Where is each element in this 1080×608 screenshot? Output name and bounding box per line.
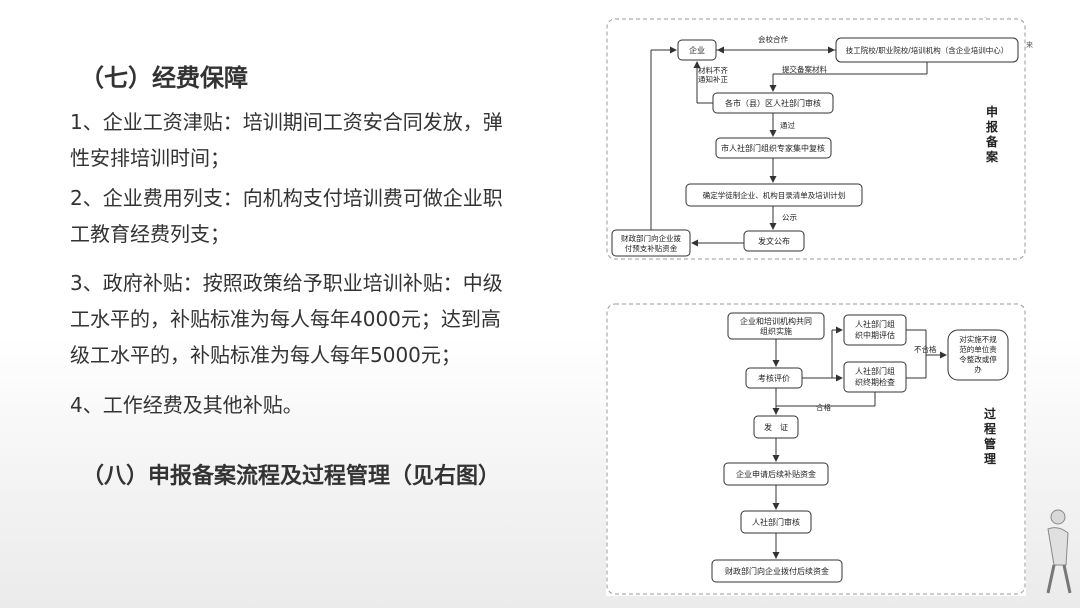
flow-nodes: 企业 技工院校/职业院校/培训机构（含企业培训中心） 各市（县）区人社部门审核 … [611,37,1019,583]
flow-node-label: 市人社部门组织专家集中复核 [721,143,825,153]
list-item-line: 级工水平的，补贴标准为每人每年5000元； [70,343,461,367]
list-item-line: 2、企业费用列支：向机构支付培训费可做企业职 [70,186,503,210]
text-panel: （七）经费保障 1、企业工资津贴：培训期间工资安合同发放，弹 性安排培训时间； … [70,64,585,489]
flow-node-label: 财政部门向企业拨 [621,233,681,243]
list-item-line: 1、企业工资津贴：培训期间工资安合同发放，弹 [70,110,503,134]
flow-node-label: 各市（县）区人社部门审核 [725,98,821,108]
section-label-char: 申 [986,104,998,119]
section-label-char: 程 [984,421,996,436]
list-item: 2、企业费用列支：向机构支付培训费可做企业职 工教育经费列支； [70,180,585,252]
flow-node-label: 发 证 [764,422,788,432]
section-heading-funding: （七）经费保障 [80,64,248,92]
flow-node-label: 企业申请后续补贴资金 [736,469,816,479]
list-item-line: 3、政府补贴：按照政策给予职业培训补贴：中级 [70,271,503,295]
flow-edge-labels: 会校合作 材料不齐 通知补正 提交备案材料 通过 公示 不合格 合格 [698,34,937,412]
flow-node-label: 人社部门组 [855,366,895,376]
edge-label-qualified: 合格 [816,402,831,412]
list-item-line: 4、工作经费及其他补贴。 [70,393,303,417]
section-label-declaration: 申 报 备 案 [985,104,999,164]
flow-node-label: 织终期检查 [855,377,895,387]
edge-label-publicize: 公示 [782,213,797,222]
flow-node-label: 企业和培训机构共同 [740,316,812,326]
flow-node-label: 人社部门组 [855,319,895,329]
flow-node-label: 财政部门向企业拨付后续资金 [725,566,829,576]
section-label-process: 过 程 管 理 [984,406,996,466]
flow-node-label: 令整改或停 [959,354,997,364]
edge-label-incomplete: 材料不齐 [698,65,728,75]
section-label-char: 理 [984,452,996,466]
edge-label-coop: 会校合作 [758,34,788,44]
flow-node-label: 组织实施 [760,326,792,336]
section-label-char: 报 [986,119,998,134]
list-item: 4、工作经费及其他补贴。 [70,387,585,423]
flowchart: 申 报 备 案 过 程 管 理 企业 技工院校/职业院校/培训机构（含企业培训中… [606,18,1026,596]
flow-node-label: 人社部门审核 [752,517,800,527]
flow-node-label: 对实施不规 [959,334,997,344]
flowchart-svg: 申 报 备 案 过 程 管 理 企业 技工院校/职业院校/培训机构（含企业培训中… [606,18,1026,595]
section-heading-process: （八）申报备案流程及过程管理（见右图） [82,464,501,489]
flow-node-label: 考核评价 [758,373,790,383]
edge-label-pass: 通过 [780,120,795,130]
flow-node-label: 织中期评估 [855,330,895,340]
section-label-char: 案 [985,149,999,164]
flow-node-rectify [947,329,1009,381]
flow-node-confirm-list [685,183,863,207]
flow-node-label: 确定学徒制企业、机构目录清单及培训计划 [703,190,846,200]
section-label-char: 管 [984,436,996,451]
flow-node-label: 发文公布 [758,236,790,246]
flow-edges [650,46,947,559]
flow-node-label: 范的单位责 [959,344,997,354]
list-item: 1、企业工资津贴：培训期间工资安合同发放，弹 性安排培训时间； [70,104,585,176]
edge-label-unqualified: 不合格 [914,344,937,354]
list-item-line: 工教育经费列支； [70,222,230,246]
list-item: 3、政府补贴：按照政策给予职业培训补贴：中级 工水平的，补贴标准为每人每年400… [70,265,585,373]
edge-label-incomplete: 通知补正 [698,74,728,84]
list-item-line: 性安排培训时间； [70,146,230,170]
edge-label-submit: 提交备案材料 [782,64,827,74]
decorative-figure-icon [1036,505,1076,595]
flow-node-publish [743,230,805,252]
flow-node-label: 技工院校/职业院校/培训机构（含企业培训中心） [846,45,1009,55]
flow-node-label: 企业 [689,45,705,55]
flow-node-label: 办 [974,364,982,374]
section-label-char: 备 [985,134,999,149]
section-frame-declaration [606,18,1026,260]
list-item-line: 工水平的，补贴标准为每人每年4000元；达到高 [70,307,501,331]
flow-node-label: 付预支补贴资金 [625,243,678,253]
section-label-char: 过 [984,406,996,421]
flow-node-finance-final [711,559,843,583]
